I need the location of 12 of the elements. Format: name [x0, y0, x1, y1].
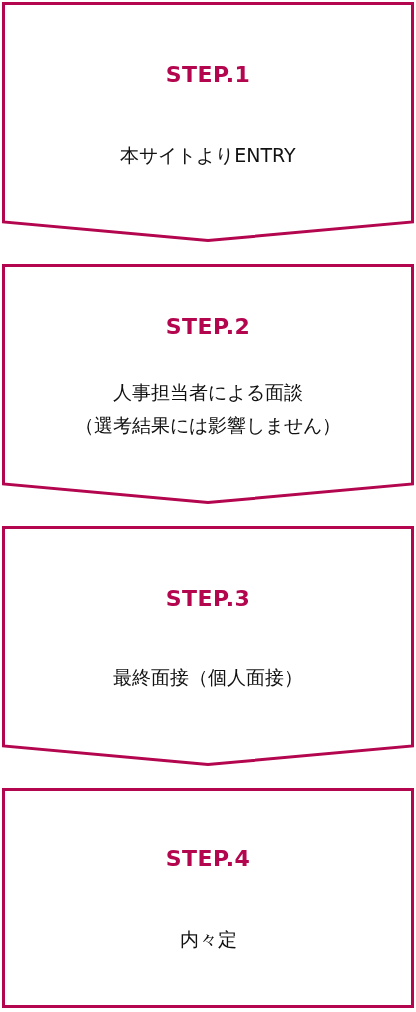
step-heading: STEP.4	[165, 846, 251, 871]
step-chevron-panel	[2, 2, 414, 242]
step-description: 内々定	[178, 927, 238, 952]
step-heading: STEP.1	[165, 62, 251, 87]
step-heading: STEP.3	[165, 586, 251, 611]
step-description: 最終面接（個人面接）	[112, 665, 304, 690]
step-chevron-panel	[2, 526, 414, 766]
step-description: 人事担当者による面談（選考結果には影響しません）	[74, 380, 342, 438]
step-description: 本サイトよりENTRY	[119, 143, 297, 168]
step-panel	[2, 788, 414, 1008]
step-chevron-panel	[2, 264, 414, 504]
step-heading: STEP.2	[165, 314, 251, 339]
